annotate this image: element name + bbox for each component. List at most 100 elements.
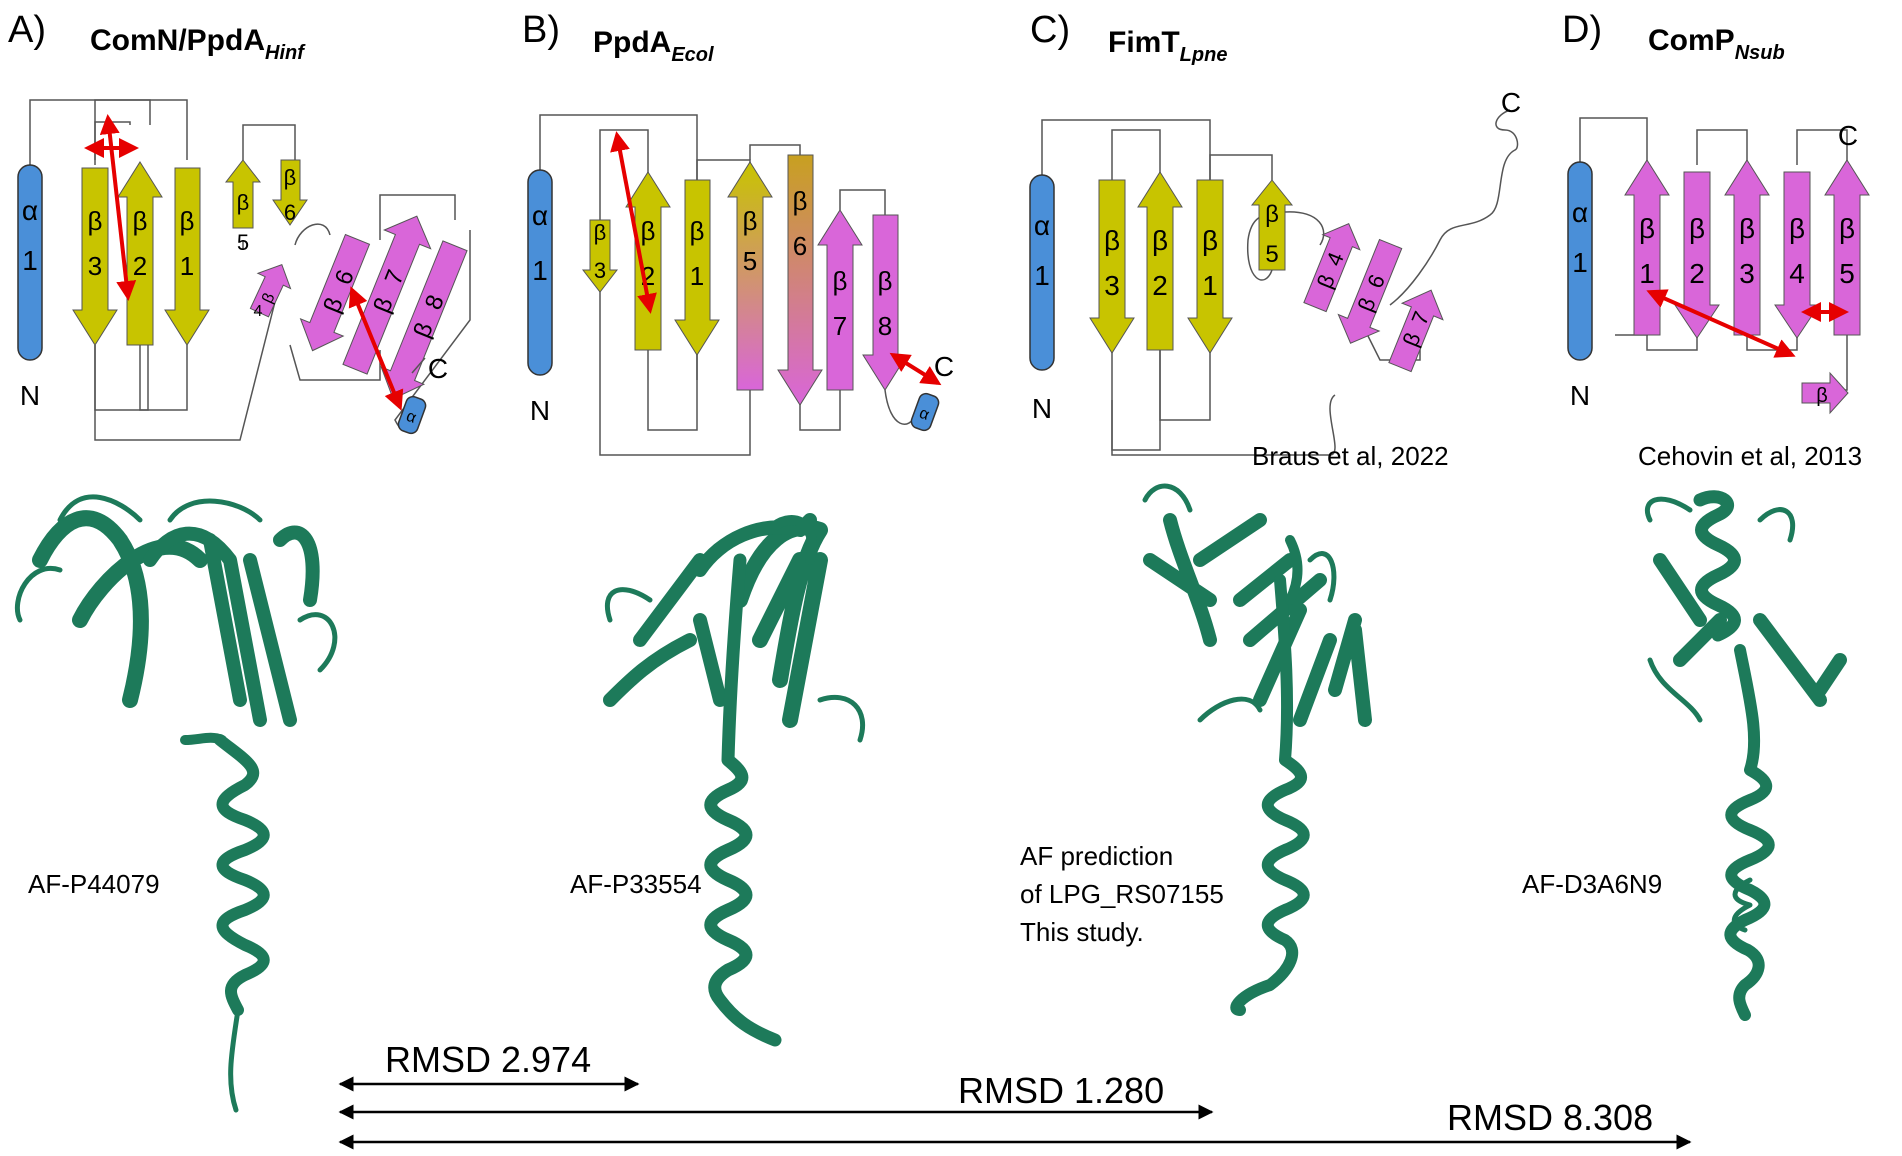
panel-a-strand-3: β 3 (72, 167, 118, 346)
svg-text:6: 6 (793, 231, 807, 261)
panel-b-strand-2: β 2 (625, 171, 671, 351)
svg-text:β: β (1689, 213, 1705, 244)
panel-d-strand-1: β 1 (1624, 159, 1670, 336)
svg-text:1: 1 (22, 245, 38, 276)
panel-c-strand-2: β 2 (1137, 171, 1183, 351)
svg-text:8: 8 (878, 311, 892, 341)
svg-text:β: β (1816, 385, 1828, 407)
svg-text:3: 3 (88, 251, 102, 281)
svg-text:β: β (878, 266, 893, 296)
svg-text:5: 5 (743, 246, 757, 276)
svg-text:β: β (284, 165, 297, 190)
panel-d-strand-3: β 3 (1724, 159, 1770, 336)
svg-text:β: β (793, 186, 808, 216)
panel-d-strand-5: β 5 (1824, 159, 1870, 336)
panel-b-helix-1: α 1 (527, 169, 553, 376)
svg-text:This study.: This study. (1020, 917, 1144, 947)
panel-b-strand-5: β 5 (727, 161, 773, 391)
panel-a-helix-c: α (397, 395, 427, 435)
svg-text:β: β (1639, 213, 1655, 244)
panel-d-strand-small: β (1801, 371, 1849, 415)
panel-d-helix-1: α 1 (1567, 161, 1593, 361)
svg-text:1: 1 (180, 251, 194, 281)
rmsd-a-d: RMSD 8.308 (338, 1097, 1692, 1150)
panel-a-letter: A) (8, 9, 46, 51)
panel-c-structure-label: AF prediction of LPG_RS07155 This study. (1020, 841, 1224, 947)
panel-c-strand-4: β 4 (1303, 222, 1361, 313)
panel-a-title: ComN/PpdA (90, 24, 265, 57)
svg-text:6: 6 (284, 200, 296, 225)
svg-text:β: β (1104, 225, 1120, 256)
svg-text:1: 1 (1572, 247, 1588, 278)
panel-c-strand-5: β 5 (1250, 179, 1294, 271)
panel-d-letter: D) (1562, 9, 1602, 51)
panel-c-strand-7: β 7 (1388, 289, 1444, 373)
panel-a-helix-1: α 1 (17, 164, 43, 361)
svg-text:1: 1 (1034, 260, 1050, 291)
panel-b-strand-1: β 1 (674, 179, 720, 356)
panel-d-title: ComP (1648, 24, 1735, 57)
svg-text:FimTLpne: FimTLpne (1108, 26, 1227, 66)
panel-b-letter: B) (522, 9, 560, 51)
panel-c-protein-structure (1142, 483, 1372, 1016)
panel-a-strand-4: β (249, 263, 292, 318)
svg-text:2: 2 (1689, 258, 1705, 289)
panel-c-strand-6: β 6 (1337, 238, 1403, 344)
svg-text:β: β (237, 190, 250, 215)
panel-a: A) ComN/PpdAHinf α 1 N β 3 (8, 9, 471, 1113)
panel-c-n-terminus: N (1032, 393, 1052, 424)
panel-a-strand-6: β 6 (299, 233, 371, 352)
panel-a-title-sub: Hinf (265, 42, 306, 64)
panel-a-protein-structure (14, 494, 338, 1113)
panel-b-strand-8: β 8 (862, 214, 908, 391)
svg-text:1: 1 (690, 261, 704, 291)
panel-b-c-terminus: C (934, 351, 954, 382)
panel-d-structure-label: AF-D3A6N9 (1522, 869, 1662, 899)
svg-text:7: 7 (833, 311, 847, 341)
panel-b-title: PpdA (593, 26, 671, 59)
svg-text:3: 3 (1104, 270, 1120, 301)
rmsd-a-b-label: RMSD 2.974 (385, 1039, 591, 1080)
svg-text:β: β (1739, 213, 1755, 244)
panel-c-c-terminus: C (1501, 87, 1521, 118)
svg-text:β: β (1202, 225, 1218, 256)
panel-c-title-sub: Lpne (1180, 44, 1228, 66)
panel-a-strand-6-top: β 6 (272, 159, 308, 226)
svg-text:5: 5 (1839, 258, 1855, 289)
panel-c-title: FimT (1108, 26, 1180, 59)
panel-b-n-terminus: N (530, 395, 550, 426)
panel-a-strand-1: β 1 (164, 167, 210, 346)
panel-b: B) PpdAEcol α 1 N β 3 β 2 (522, 9, 954, 1047)
panel-a-red-arrows (84, 114, 404, 411)
panel-d-protein-structure (1645, 490, 1847, 1021)
svg-text:β: β (690, 216, 705, 246)
panel-d-citation: Cehovin et al, 2013 (1638, 441, 1862, 471)
svg-text:β: β (88, 206, 103, 236)
svg-text:3: 3 (1739, 258, 1755, 289)
svg-text:ComPNsub: ComPNsub (1648, 24, 1785, 64)
svg-text:β: β (833, 266, 848, 296)
panel-d-n-terminus: N (1570, 380, 1590, 411)
panel-a-strand-5: β 5 (224, 159, 262, 255)
panel-a-n-terminus: N (20, 380, 40, 411)
svg-text:β: β (641, 216, 656, 246)
panel-b-strand-7: β 7 (817, 209, 863, 391)
svg-text:of LPG_RS07155: of LPG_RS07155 (1020, 879, 1224, 909)
panel-d-red-arrows (1646, 289, 1849, 358)
panel-c-letter: C) (1030, 9, 1070, 51)
svg-text:α: α (22, 195, 38, 226)
svg-text:3: 3 (594, 258, 606, 283)
panel-d-c-terminus: C (1838, 120, 1858, 151)
svg-text:β: β (1789, 213, 1805, 244)
panel-c: C) FimTLpne α 1 N β 3 β 2 (1020, 9, 1521, 1016)
panel-b-structure-label: AF-P33554 (570, 869, 702, 899)
panel-a-structure-label: AF-P44079 (28, 869, 160, 899)
rmsd-a-d-label: RMSD 8.308 (1447, 1097, 1653, 1138)
svg-text:β: β (133, 206, 148, 236)
rmsd-a-b: RMSD 2.974 (338, 1039, 640, 1092)
svg-text:β: β (1839, 213, 1855, 244)
svg-text:5: 5 (237, 230, 249, 255)
rmsd-comparisons: RMSD 2.974 RMSD 1.280 RMSD 8.308 (338, 1039, 1692, 1150)
svg-text:2: 2 (133, 251, 147, 281)
